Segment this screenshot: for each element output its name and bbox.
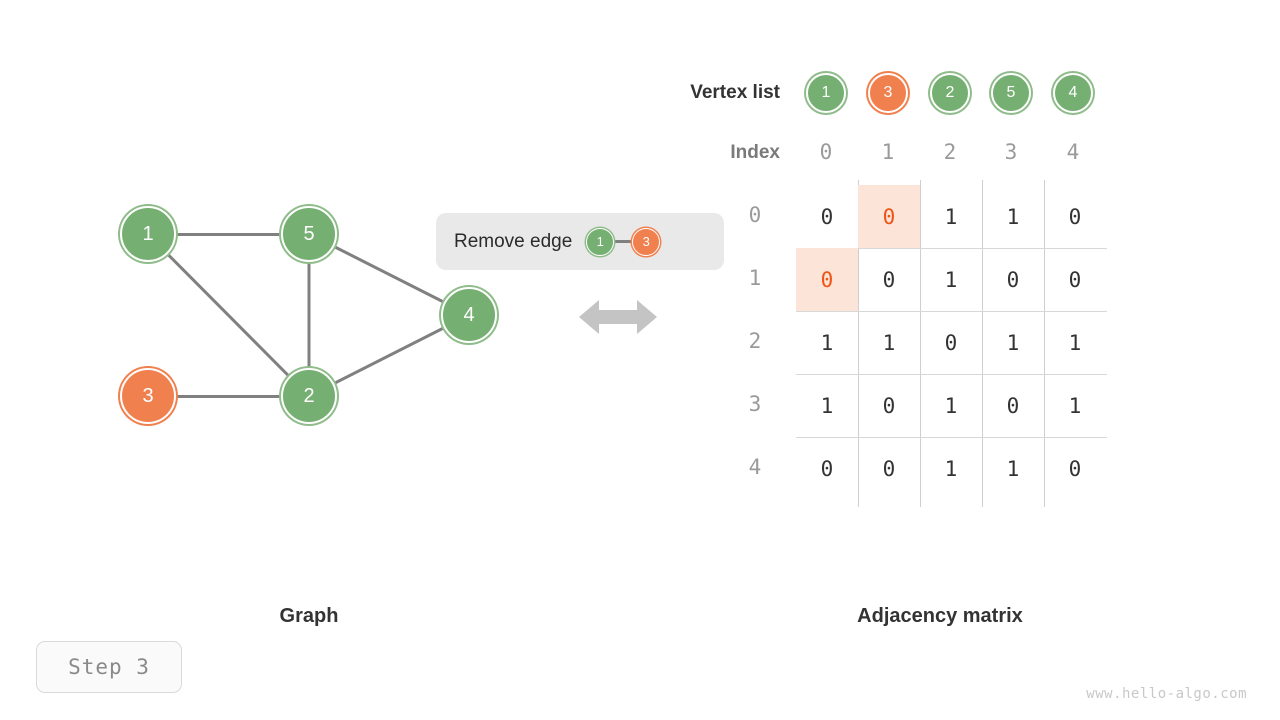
vertex-list-item-0[interactable]: 1 xyxy=(806,73,846,113)
graph-node-2[interactable]: 2 xyxy=(281,368,337,424)
matrix-cell-3-3[interactable]: 0 xyxy=(1006,393,1020,418)
vertex-list-item-2[interactable]: 2 xyxy=(930,73,970,113)
matrix-row-label-3: 3 xyxy=(748,391,762,416)
matrix-cell-0-1[interactable]: 0 xyxy=(858,185,920,248)
graph-node-5[interactable]: 5 xyxy=(281,206,337,262)
step-badge[interactable]: Step 3 xyxy=(36,641,182,693)
matrix-cell-3-2[interactable]: 1 xyxy=(944,393,958,418)
matrix-cell-1-1[interactable]: 0 xyxy=(882,267,896,292)
matrix-cell-1-2[interactable]: 1 xyxy=(944,267,958,292)
matrix-cell-2-1[interactable]: 1 xyxy=(882,330,896,355)
remove-edge-connector xyxy=(610,240,637,243)
matrix-row-label-1: 1 xyxy=(748,265,762,290)
matrix-cell-2-0[interactable]: 1 xyxy=(820,330,834,355)
remove-edge-node-to: 3 xyxy=(632,227,661,256)
remove-edge-label: Remove edge xyxy=(454,230,573,252)
matrix-cell-3-1[interactable]: 0 xyxy=(882,393,896,418)
matrix-cell-0-3[interactable]: 1 xyxy=(1006,204,1020,229)
vertex-list-label: Vertex list xyxy=(690,82,780,103)
matrix-cell-1-4[interactable]: 0 xyxy=(1068,267,1082,292)
matrix-cell-0-2[interactable]: 1 xyxy=(944,204,958,229)
matrix-cell-0-0[interactable]: 0 xyxy=(820,204,834,229)
index-value-3: 3 xyxy=(1004,140,1018,164)
watermark: www.hello-algo.com xyxy=(1086,686,1247,702)
graph-edge xyxy=(165,251,292,379)
matrix-cell-2-4[interactable]: 1 xyxy=(1068,330,1082,355)
matrix-gridline-horizontal xyxy=(796,374,1107,375)
graph-edge xyxy=(331,325,447,386)
index-label: Index xyxy=(730,142,780,163)
matrix-gridline-horizontal xyxy=(796,311,1107,312)
matrix-cell-2-2[interactable]: 0 xyxy=(944,330,958,355)
matrix-cell-1-0[interactable]: 0 xyxy=(796,248,858,311)
index-value-1: 1 xyxy=(881,140,895,164)
graph-edge xyxy=(307,260,311,370)
graph-edge xyxy=(174,394,283,398)
remove-edge-pair: 1 3 xyxy=(586,227,661,256)
vertex-list-item-4[interactable]: 4 xyxy=(1053,73,1093,113)
remove-edge-callout: Remove edge 1 3 xyxy=(436,213,724,270)
matrix-cell-4-2[interactable]: 1 xyxy=(944,456,958,481)
matrix-cell-4-3[interactable]: 1 xyxy=(1006,456,1020,481)
matrix-cell-1-3[interactable]: 0 xyxy=(1006,267,1020,292)
matrix-caption: Adjacency matrix xyxy=(857,605,1023,627)
graph-edge xyxy=(331,244,447,305)
matrix-gridline-vertical xyxy=(920,180,921,507)
vertex-list-item-3[interactable]: 5 xyxy=(991,73,1031,113)
matrix-cell-0-4[interactable]: 0 xyxy=(1068,204,1082,229)
matrix-gridline-horizontal xyxy=(796,248,1107,249)
remove-edge-node-from: 1 xyxy=(586,227,615,256)
graph-node-4[interactable]: 4 xyxy=(441,287,497,343)
graph-caption: Graph xyxy=(279,605,339,627)
vertex-list-item-1[interactable]: 3 xyxy=(868,73,908,113)
matrix-cell-3-0[interactable]: 1 xyxy=(820,393,834,418)
graph-panel: 1 5 4 3 2 xyxy=(0,0,560,560)
index-value-4: 4 xyxy=(1066,140,1080,164)
index-value-2: 2 xyxy=(943,140,957,164)
matrix-gridline-horizontal xyxy=(796,437,1107,438)
matrix-cell-4-0[interactable]: 0 xyxy=(820,456,834,481)
matrix-cell-3-4[interactable]: 1 xyxy=(1068,393,1082,418)
matrix-gridline-vertical xyxy=(1044,180,1045,507)
graph-edge xyxy=(174,232,283,236)
matrix-row-label-0: 0 xyxy=(748,202,762,227)
graph-node-3[interactable]: 3 xyxy=(120,368,176,424)
matrix-gridline-vertical xyxy=(858,180,859,507)
matrix-gridline-vertical xyxy=(982,180,983,507)
matrix-cell-4-4[interactable]: 0 xyxy=(1068,456,1082,481)
double-arrow-icon xyxy=(579,297,657,342)
index-value-0: 0 xyxy=(819,140,833,164)
matrix-row-label-4: 4 xyxy=(748,454,762,479)
matrix-cell-2-3[interactable]: 1 xyxy=(1006,330,1020,355)
matrix-cell-4-1[interactable]: 0 xyxy=(882,456,896,481)
graph-node-1[interactable]: 1 xyxy=(120,206,176,262)
matrix-row-label-2: 2 xyxy=(748,328,762,353)
